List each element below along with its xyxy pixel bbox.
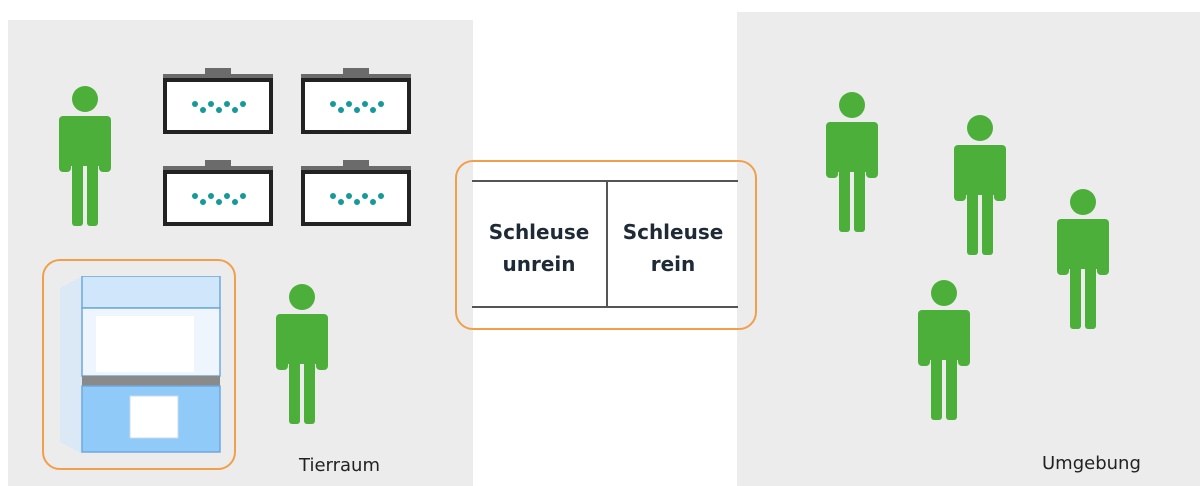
airlock-clean-line1: Schleuse xyxy=(622,220,724,244)
airlock-unclean-line2: unrein xyxy=(502,252,576,276)
person-icon xyxy=(1053,189,1113,329)
environment-label: Umgebung xyxy=(1042,453,1141,474)
animal-cage-icon xyxy=(301,160,411,226)
airlock-bottom-wall xyxy=(472,306,738,308)
animal-cage-icon xyxy=(301,68,411,134)
safety-cabinet-icon xyxy=(60,276,222,454)
person-icon xyxy=(950,115,1010,255)
animal-room-label: Tierraum xyxy=(299,455,380,476)
airlock-divider xyxy=(606,182,608,306)
airlock-highlight xyxy=(455,160,757,330)
airlock-unclean-label: Schleuse unrein xyxy=(472,216,606,280)
person-icon xyxy=(55,86,115,226)
animal-cage-icon xyxy=(163,160,273,226)
airlock-top-wall xyxy=(472,180,738,182)
person-icon xyxy=(822,92,882,232)
airlock-clean-line2: rein xyxy=(650,252,696,276)
person-icon xyxy=(272,284,332,424)
person-icon xyxy=(914,280,974,420)
animal-cage-icon xyxy=(163,68,273,134)
airlock-unclean-line1: Schleuse xyxy=(488,220,590,244)
airlock-clean-label: Schleuse rein xyxy=(608,216,738,280)
safety-cabinet-highlight xyxy=(42,259,236,470)
